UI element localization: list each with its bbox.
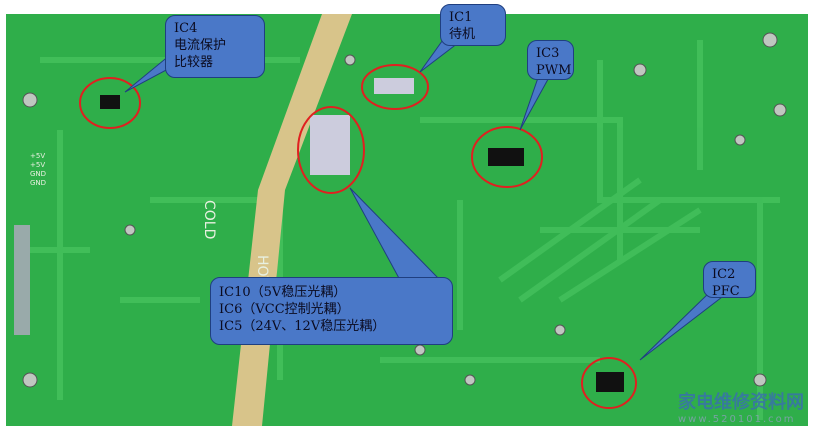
ic3-callout: IC3 PWM (527, 40, 574, 80)
callout-text: PFC (712, 284, 740, 299)
power-labels: +5V +5V GND GND (30, 152, 46, 187)
callout-title: IC3 (536, 46, 560, 61)
callout-title: IC2 (712, 267, 736, 282)
callout-title: IC1 (449, 10, 473, 25)
ic1-callout: IC1 待机 (440, 4, 506, 46)
ic4-highlight (79, 77, 141, 129)
svg-text:GND: GND (30, 179, 46, 187)
callout-text: IC5（24V、12V稳压光耦） (219, 319, 386, 334)
callout-text: 待机 (449, 27, 476, 42)
watermark: 家电维修资料网 www.520101.com (678, 388, 804, 425)
callout-text: 比较器 (174, 55, 214, 70)
svg-text:+5V: +5V (30, 152, 45, 160)
svg-text:GND: GND (30, 170, 46, 178)
cold-label: COLD (201, 200, 217, 239)
ic1-highlight (361, 64, 429, 110)
ic2-callout: IC2 PFC (703, 261, 756, 299)
watermark-url: www.520101.com (678, 414, 796, 425)
callout-text: PWM (536, 63, 572, 78)
callout-text: 电流保护 (174, 38, 227, 53)
ic-chips (100, 78, 624, 392)
ic4-callout: IC4 电流保护 比较器 (165, 15, 265, 78)
ic2-highlight (581, 357, 637, 409)
callout-title: IC4 (174, 21, 198, 36)
optocoupler-callout: IC10（5V稳压光耦） IC6（VCC控制光耦） IC5（24V、12V稳压光… (210, 277, 453, 345)
solder-pads (22, 32, 787, 388)
watermark-name: 家电维修资料网 (678, 392, 804, 413)
callout-text: IC10（5V稳压光耦） (219, 285, 347, 300)
svg-text:+5V: +5V (30, 161, 45, 169)
pin-headers (14, 225, 30, 335)
ic3-highlight (471, 126, 543, 188)
callout-text: IC6（VCC控制光耦） (219, 302, 350, 317)
optocoupler-highlight (297, 106, 365, 194)
